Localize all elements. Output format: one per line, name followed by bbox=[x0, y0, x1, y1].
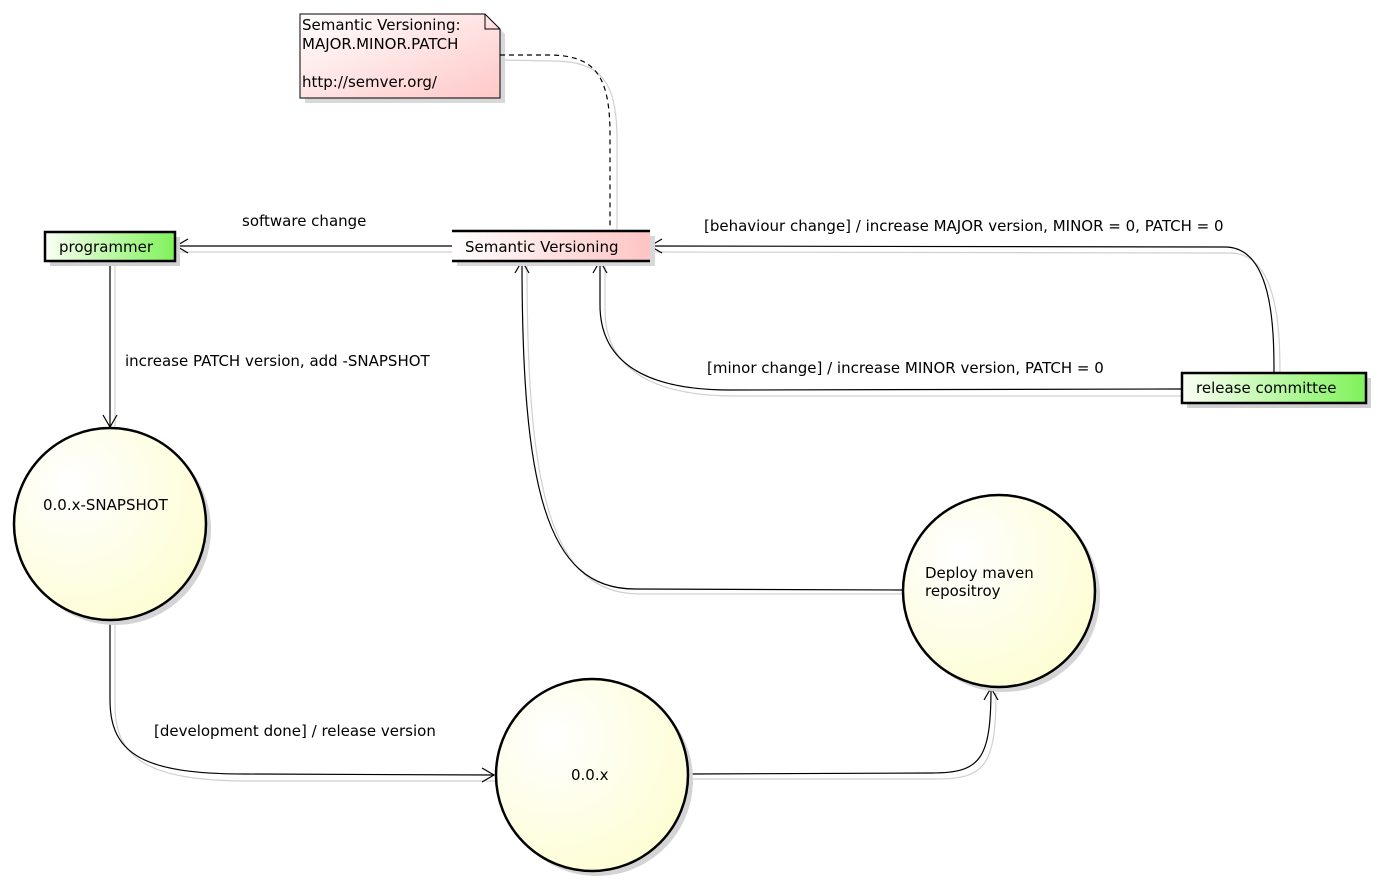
edge-shadows bbox=[114, 59, 1281, 782]
edge-behaviour-change bbox=[649, 245, 1275, 373]
label-development-done: [development done] / release version bbox=[154, 722, 436, 740]
snapshot-label: 0.0.x-SNAPSHOT bbox=[43, 496, 169, 514]
edge-release-to-deploy bbox=[687, 687, 992, 775]
release-label: 0.0.x bbox=[571, 766, 609, 784]
deploy-label-line-1: Deploy maven bbox=[925, 564, 1034, 582]
release-circle bbox=[494, 677, 690, 873]
edge-development-done bbox=[109, 620, 495, 776]
deploy-label-line-2: repositroy bbox=[925, 582, 1001, 600]
note-line-3: http://semver.org/ bbox=[302, 73, 438, 91]
label-minor-change: [minor change] / increase MINOR version,… bbox=[707, 359, 1104, 377]
note-line-2: MAJOR.MINOR.PATCH bbox=[302, 35, 458, 53]
edge-minor-change bbox=[599, 261, 1182, 391]
programmer-node[interactable]: programmer bbox=[43, 230, 180, 266]
release-committee-box bbox=[1180, 371, 1368, 405]
deploy-circle bbox=[901, 493, 1097, 689]
label-increase-patch: increase PATCH version, add -SNAPSHOT bbox=[125, 352, 431, 370]
snapshot-circle bbox=[12, 426, 208, 622]
snapshot-state[interactable]: 0.0.x-SNAPSHOT bbox=[12, 426, 211, 625]
release-committee-node[interactable]: release committee bbox=[1180, 371, 1371, 408]
programmer-box bbox=[43, 230, 177, 263]
note-fold bbox=[484, 14, 500, 30]
deploy-state[interactable]: Deploy maven repositroy bbox=[901, 493, 1100, 692]
semver-node[interactable]: Semantic Versioning bbox=[452, 229, 655, 266]
release-committee-label: release committee bbox=[1196, 379, 1337, 397]
note: Semantic Versioning: MAJOR.MINOR.PATCH h… bbox=[299, 13, 505, 103]
semver-box bbox=[452, 231, 650, 261]
note-line-1: Semantic Versioning: bbox=[302, 16, 461, 34]
edge-deploy-to-semver bbox=[521, 260, 903, 591]
label-software-change: software change bbox=[242, 212, 366, 230]
semver-label: Semantic Versioning bbox=[465, 238, 618, 256]
release-state[interactable]: 0.0.x bbox=[494, 677, 693, 876]
edges bbox=[102, 54, 1275, 783]
edge-development-done-arrow bbox=[481, 767, 496, 783]
note-body bbox=[299, 13, 501, 99]
programmer-label: programmer bbox=[59, 238, 154, 256]
note-connector bbox=[500, 54, 611, 229]
label-behaviour-change: [behaviour change] / increase MAJOR vers… bbox=[704, 217, 1224, 235]
